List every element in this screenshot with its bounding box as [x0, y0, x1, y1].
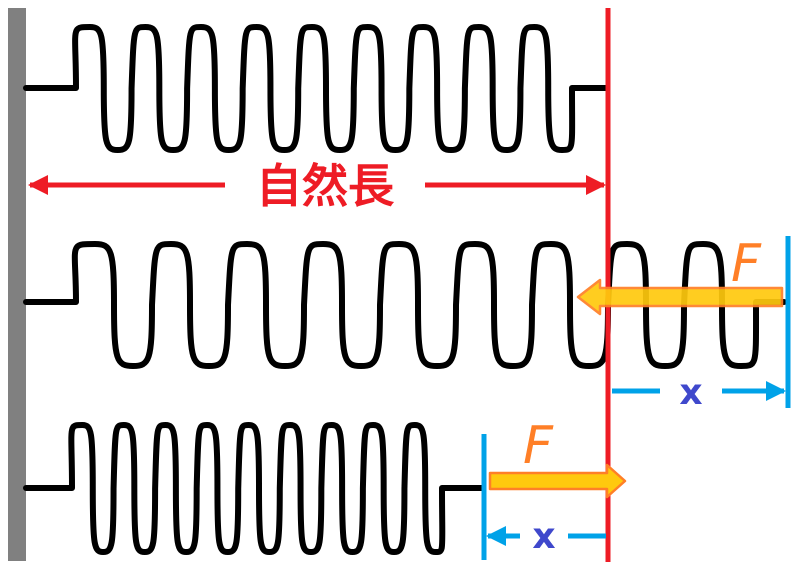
displacement-label-stretched: x: [679, 372, 702, 413]
force-label-stretched: F: [731, 234, 762, 294]
spring-stretched: [23, 241, 787, 369]
spring-compressed: [23, 422, 485, 555]
displacement-label-compressed: x: [532, 516, 555, 557]
force-label-compressed: F: [523, 416, 554, 476]
force-arrow-stretched: [576, 278, 784, 316]
spring-natural-length: [23, 24, 609, 153]
wall: [8, 8, 26, 561]
natural-length-label: 自然長: [256, 159, 395, 213]
force-arrow-compressed: [488, 463, 627, 499]
